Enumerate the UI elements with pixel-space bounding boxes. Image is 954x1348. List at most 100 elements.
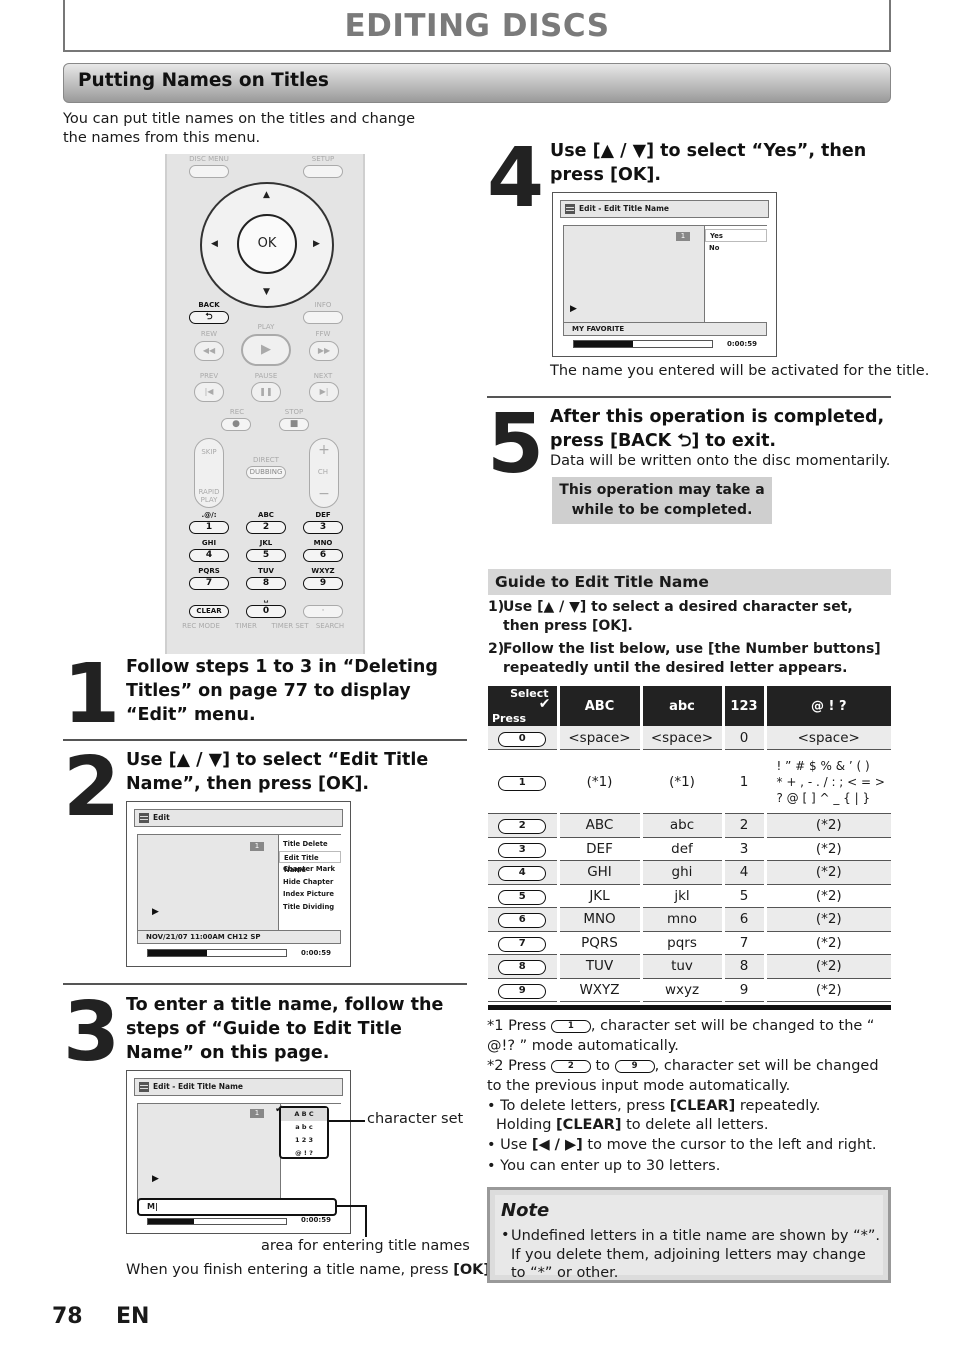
key-cell: 2 [488, 813, 558, 838]
ok-button: OK [237, 214, 297, 274]
info-bar: MY FAVORITE [563, 322, 767, 336]
screen-title-bar: Edit - Edit Title Name [560, 200, 769, 218]
screen-title-bar: Edit [134, 809, 343, 827]
abc-lower-cell: <space> [639, 726, 723, 750]
up-arrow-icon: ▲ [263, 190, 270, 200]
number-key-icon: 6 [498, 913, 547, 929]
play-icon: ▶ [152, 1174, 159, 1184]
divider [63, 739, 467, 741]
table-bottom-rule [488, 1005, 891, 1010]
abc-cell: GHI [556, 860, 641, 885]
prev-icon: |◀ [194, 382, 224, 402]
preview-area: 1 ▶ Yes No [563, 225, 767, 330]
time-readout: 0:00:59 [727, 340, 757, 348]
key-6-label: MNO [313, 539, 333, 547]
number-cell: 7 [721, 931, 765, 955]
skip-label: SKIP [201, 448, 217, 456]
number-key-icon: 5 [498, 889, 547, 905]
number-cell: 8 [721, 954, 765, 979]
key-7-label: PQRS [198, 567, 220, 575]
yes-no-menu: Yes No [704, 226, 767, 330]
menu-item: Index Picture [283, 890, 334, 898]
bullet-clear: • To delete letters, press [CLEAR] repea… [487, 1098, 821, 1114]
press-label: Press [492, 712, 527, 725]
symbol-cell: (*2) [763, 931, 891, 955]
key-9-label: WXYZ [311, 567, 335, 575]
progress-bar [573, 340, 713, 348]
key-1-button: 1 [189, 521, 229, 534]
key-3-label: DEF [315, 511, 331, 519]
table-header-row: Select Press ✔ ABC abc 123 @ ! ? [488, 686, 891, 726]
abc-lower-cell: (*1) [639, 749, 723, 814]
guide-item-2: Follow the list below, use [the Number b… [503, 641, 881, 676]
menu-item-selected: Edit Title Name [279, 850, 341, 874]
key-1-icon: 1 [550, 1019, 591, 1033]
select-label: Select [510, 687, 549, 700]
edit-title-name-screen: Edit - Edit Title Name 1 ▶ ✔ A B C a b c… [126, 1070, 351, 1234]
ffw-label: FFW [315, 330, 331, 338]
title-name-entry: M| [137, 1198, 337, 1216]
fast-forward-icon: ▶▶ [309, 341, 339, 361]
symbol-cell: (*2) [763, 978, 891, 1002]
divider [63, 983, 467, 985]
symbol-cell: (*2) [763, 907, 891, 932]
minus-icon: − [318, 486, 330, 502]
preview-area: 1 ▶ Title Delete Edit Title Name Chapter… [137, 834, 341, 942]
key-cell: 9 [488, 978, 558, 1002]
note-box-inner: Note • Undefined letters in a title name… [495, 1195, 883, 1281]
pause-label: PAUSE [254, 372, 278, 380]
symbol-cell: (*2) [763, 860, 891, 885]
check-icon: ✔ [538, 696, 551, 712]
left-arrow-icon: ◀ [211, 239, 218, 249]
abc-lower-cell: jkl [639, 884, 723, 908]
abc-cell: DEF [556, 837, 641, 861]
column-header: abc [639, 686, 723, 726]
info-bar: NOV/21/07 11:00AM CH12 SP [137, 930, 341, 944]
key-9-icon: 9 [614, 1059, 655, 1073]
step-4-number: 4 [487, 131, 545, 226]
bullet-clear-hold: Holding [CLEAR] to delete all letters. [496, 1117, 769, 1133]
screen-title-bar: Edit - Edit Title Name [134, 1078, 343, 1096]
title-number-badge: 1 [250, 842, 264, 851]
symbol-cell: <space> [763, 726, 891, 750]
symbol-cell: (*2) [763, 954, 891, 979]
charset-option: @ ! ? [295, 1149, 313, 1157]
confirm-screen: Edit - Edit Title Name 1 ▶ Yes No MY FAV… [552, 192, 777, 357]
rew-label: REW [200, 330, 218, 338]
step-5-subtext: Data will be written onto the disc momen… [550, 453, 891, 469]
number-cell: 3 [721, 837, 765, 861]
clear-button: CLEAR [189, 605, 229, 618]
number-cell: 2 [721, 813, 765, 838]
play-icon: ▶ [152, 907, 159, 917]
footnote-1: *1 Press 1, character set will be change… [487, 1018, 875, 1054]
key-0-button: 0 [246, 605, 286, 618]
guide-item-1-number: 1) [488, 599, 505, 615]
down-arrow-icon: ▼ [263, 287, 270, 297]
finish-instruction: When you finish entering a title name, p… [126, 1262, 495, 1278]
key-3-button: 3 [303, 521, 343, 534]
key-cell: 7 [488, 931, 558, 955]
intro-text: You can put title names on the titles an… [63, 111, 416, 146]
step-3-text: To enter a title name, follow the steps … [126, 995, 444, 1063]
back-button: ⮌ [189, 311, 229, 324]
menu-icon [565, 204, 575, 214]
space-icon: ␣ [263, 595, 269, 603]
key-cell: 4 [488, 860, 558, 885]
note-title: Note [501, 1200, 550, 1221]
guide-item-2-number: 2) [488, 641, 505, 657]
number-cell: 1 [721, 749, 765, 814]
column-header: @ ! ? [763, 686, 891, 726]
next-label: NEXT [313, 372, 333, 380]
menu-icon [139, 813, 149, 823]
key-cell: 5 [488, 884, 558, 908]
number-key-icon: 8 [498, 960, 547, 976]
number-key-icon: 7 [498, 936, 547, 952]
disc-menu-label: DISC MENU [189, 155, 229, 163]
note-box: Note • Undefined letters in a title name… [487, 1187, 891, 1283]
step-2-text: Use [▲ / ▼] to select “Edit Title Name”,… [126, 750, 429, 794]
